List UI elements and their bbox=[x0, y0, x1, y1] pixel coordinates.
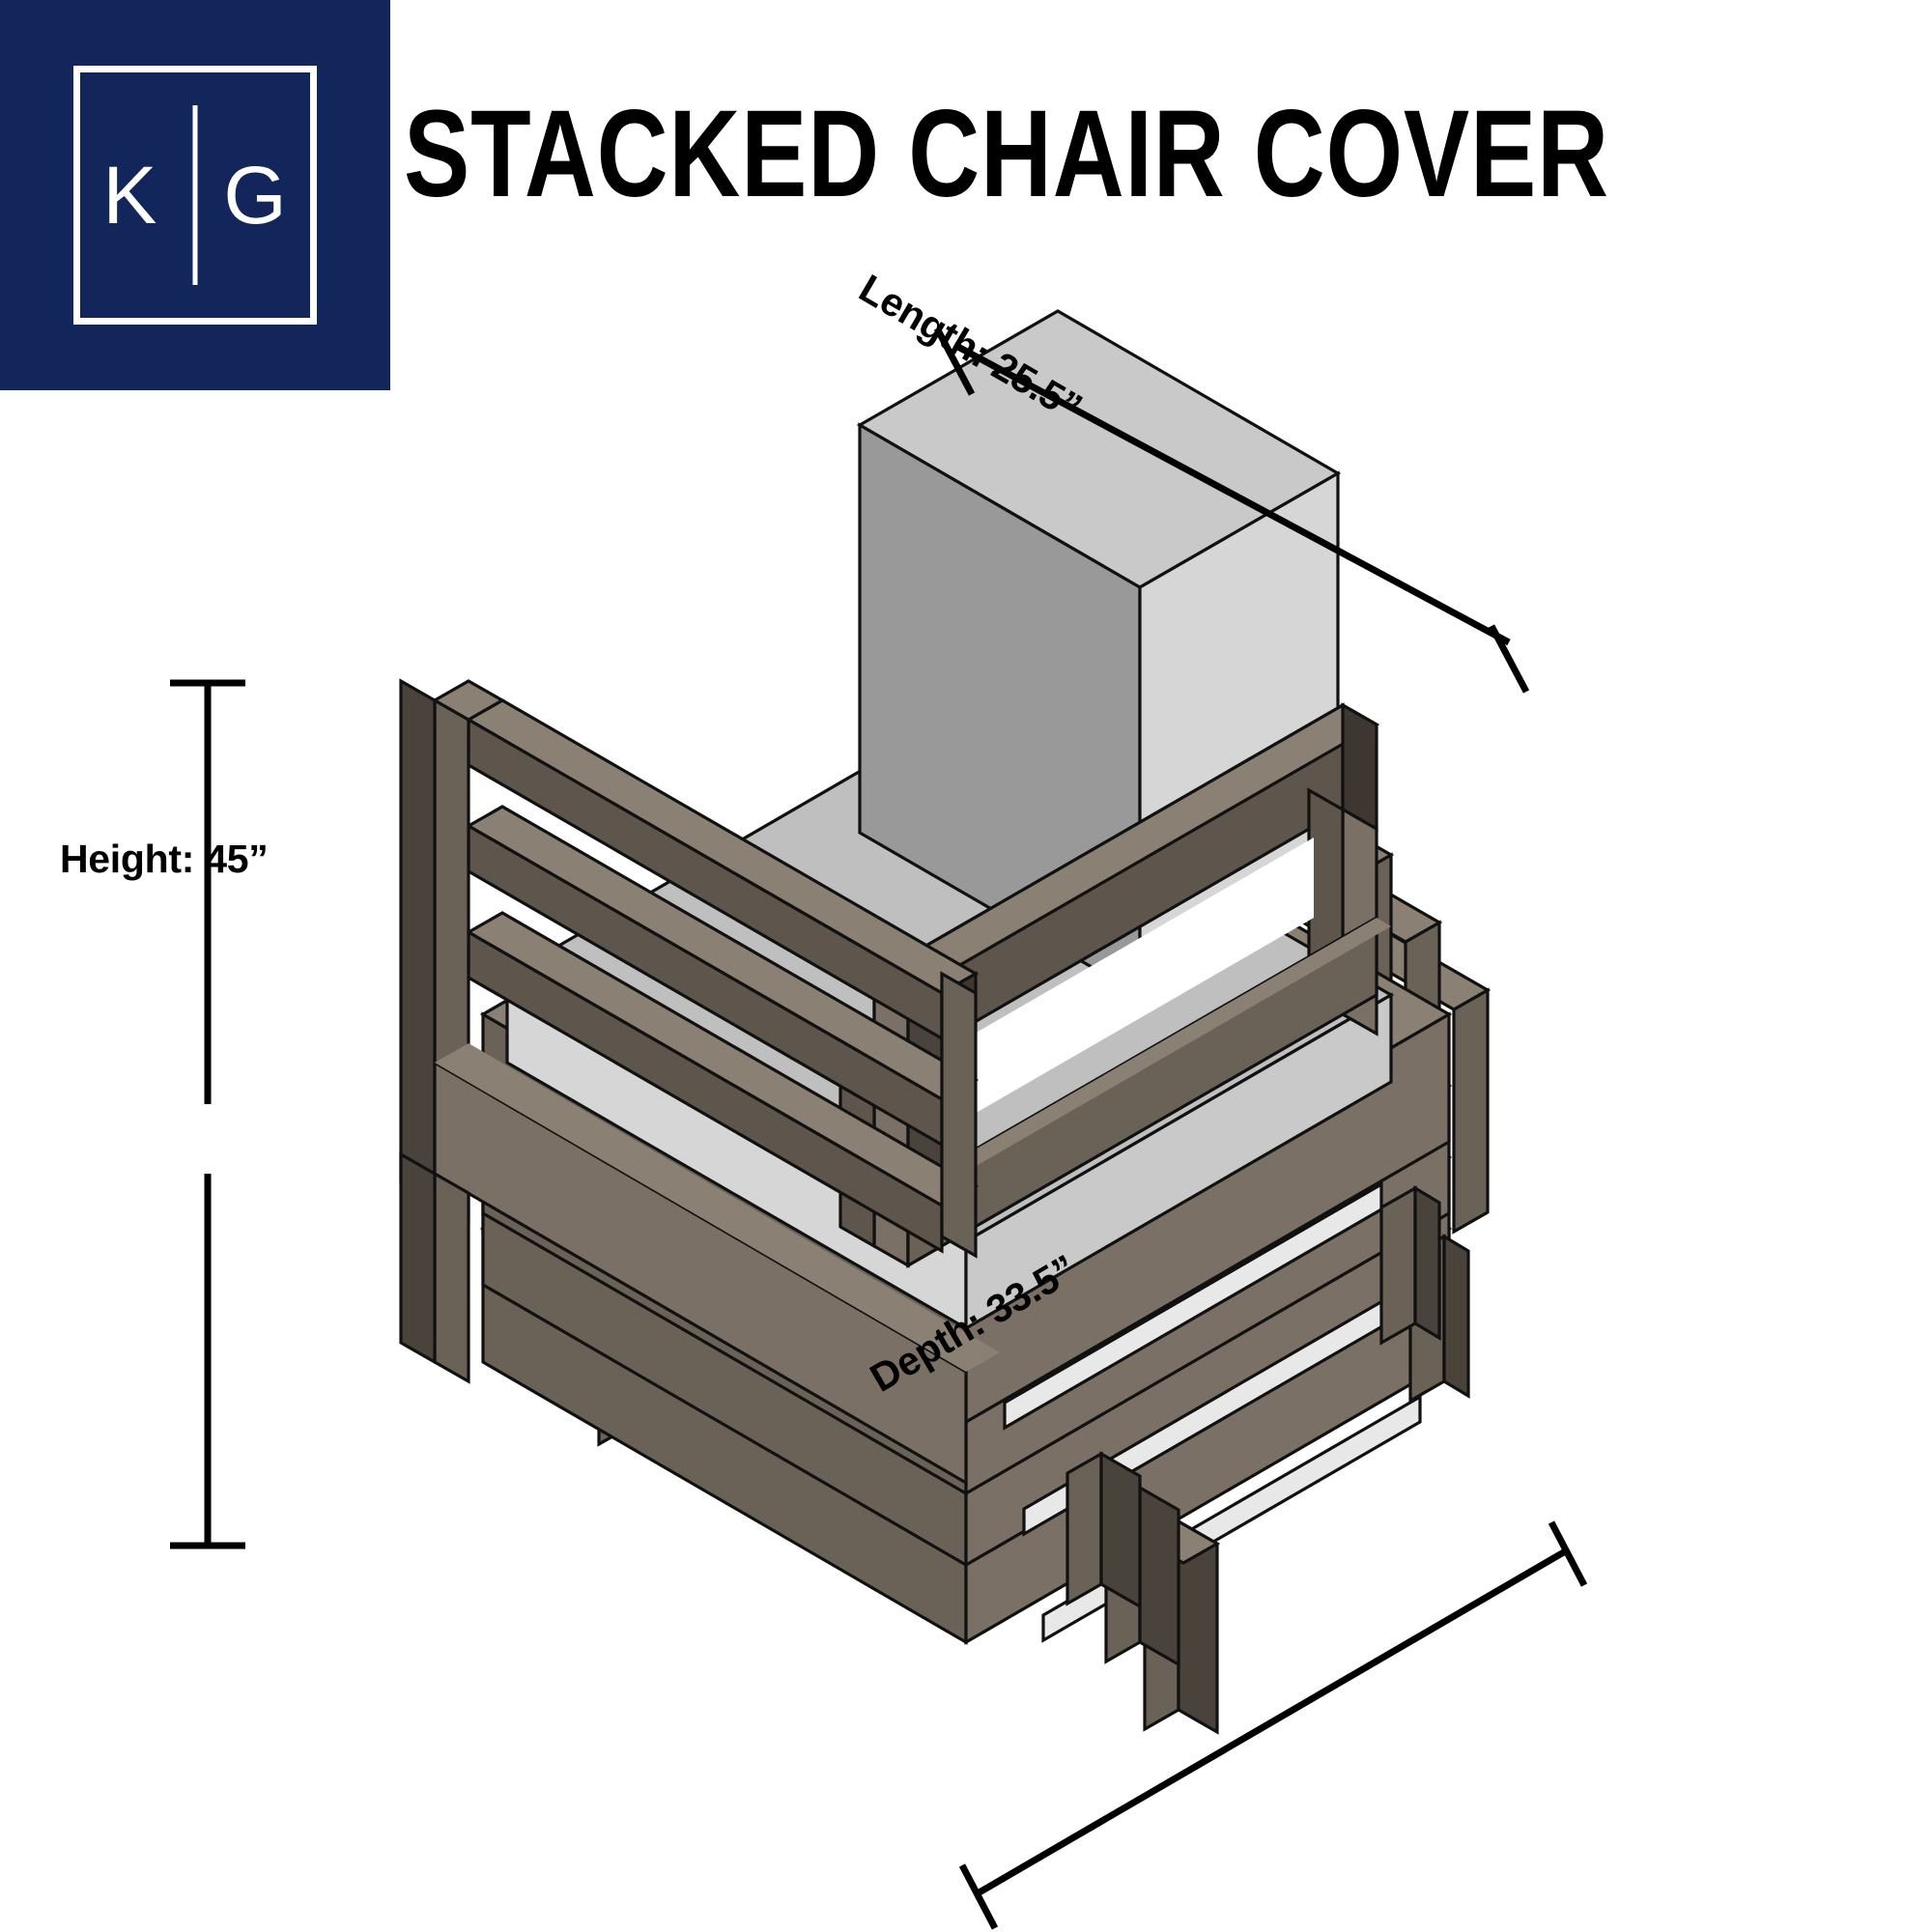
page-title: STACKED CHAIR COVER bbox=[404, 85, 1609, 223]
depth-tick-start bbox=[958, 1863, 999, 1930]
logo-frame-icon bbox=[73, 66, 317, 325]
length-line bbox=[952, 341, 1511, 646]
brand-logo: K G bbox=[0, 0, 390, 390]
length-tick-start bbox=[933, 327, 976, 396]
logo-letter-k: K bbox=[102, 150, 158, 241]
logo-divider-bar bbox=[192, 105, 198, 285]
height-dimension-label: Height: 45” bbox=[60, 837, 269, 881]
logo-letter-g: G bbox=[223, 150, 288, 241]
logo-monogram: K G bbox=[73, 66, 317, 325]
depth-tick-end bbox=[1548, 1520, 1588, 1587]
depth-line bbox=[976, 1547, 1569, 1897]
length-tick-end bbox=[1488, 624, 1530, 694]
